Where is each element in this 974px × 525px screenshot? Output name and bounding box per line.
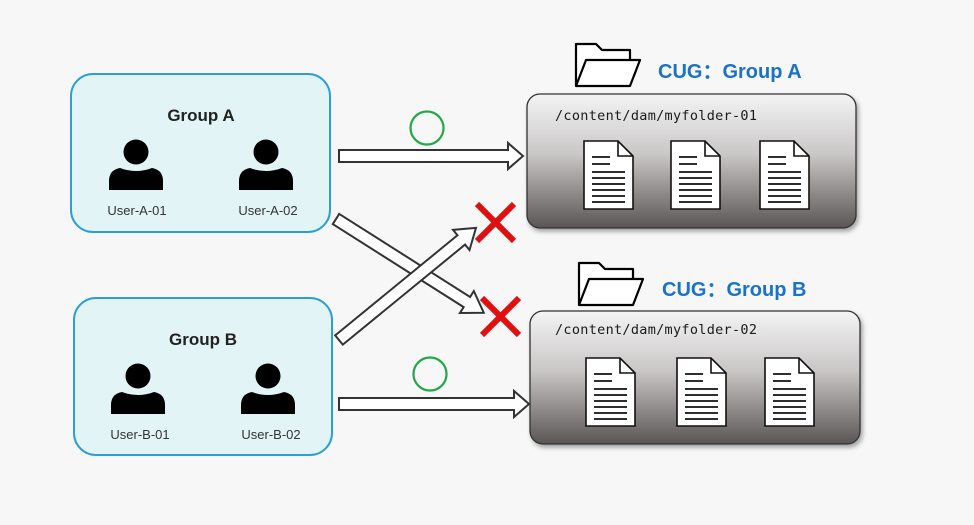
arrow-group-a-to-folder-b: [331, 212, 486, 315]
denied-mark-icon: [479, 295, 522, 338]
arrow-group-b-to-folder-a: [333, 226, 478, 347]
allowed-mark-icon: [409, 110, 445, 146]
folder-b-icon: [577, 261, 645, 307]
arrow-group-a-to-folder-a: [338, 140, 525, 172]
cug-group-a-label: CUG：Group A: [658, 61, 802, 83]
cug-group-b-label: CUG：Group B: [662, 279, 806, 301]
group-a-box: Group A User-A-01 User-A-02: [70, 73, 331, 233]
document-icon: [759, 140, 810, 210]
group-b-box: Group B User-B-01 User-B-02: [73, 297, 333, 456]
document-icon: [583, 140, 634, 210]
folder-b-container: /content/dam/myfolder-02: [529, 310, 861, 445]
folder-a-path: /content/dam/myfolder-01: [555, 108, 757, 124]
folder-b-path: /content/dam/myfolder-02: [555, 322, 757, 338]
document-icon: [764, 357, 815, 427]
folder-a-container: /content/dam/myfolder-01: [526, 93, 857, 229]
document-icon: [585, 357, 636, 427]
user-a-02-label: User-A-02: [238, 203, 297, 218]
user-a-01-label: User-A-01: [107, 203, 166, 218]
group-a-title: Group A: [167, 106, 234, 125]
document-icon: [676, 357, 727, 427]
denied-mark-icon: [474, 201, 517, 244]
allowed-mark-icon: [412, 356, 448, 392]
group-b-title: Group B: [169, 330, 237, 349]
arrow-group-b-to-folder-b: [338, 388, 531, 420]
folder-a-icon: [574, 42, 642, 88]
user-b-01-label: User-B-01: [110, 427, 169, 442]
user-b-02-label: User-B-02: [241, 427, 300, 442]
document-icon: [670, 140, 721, 210]
